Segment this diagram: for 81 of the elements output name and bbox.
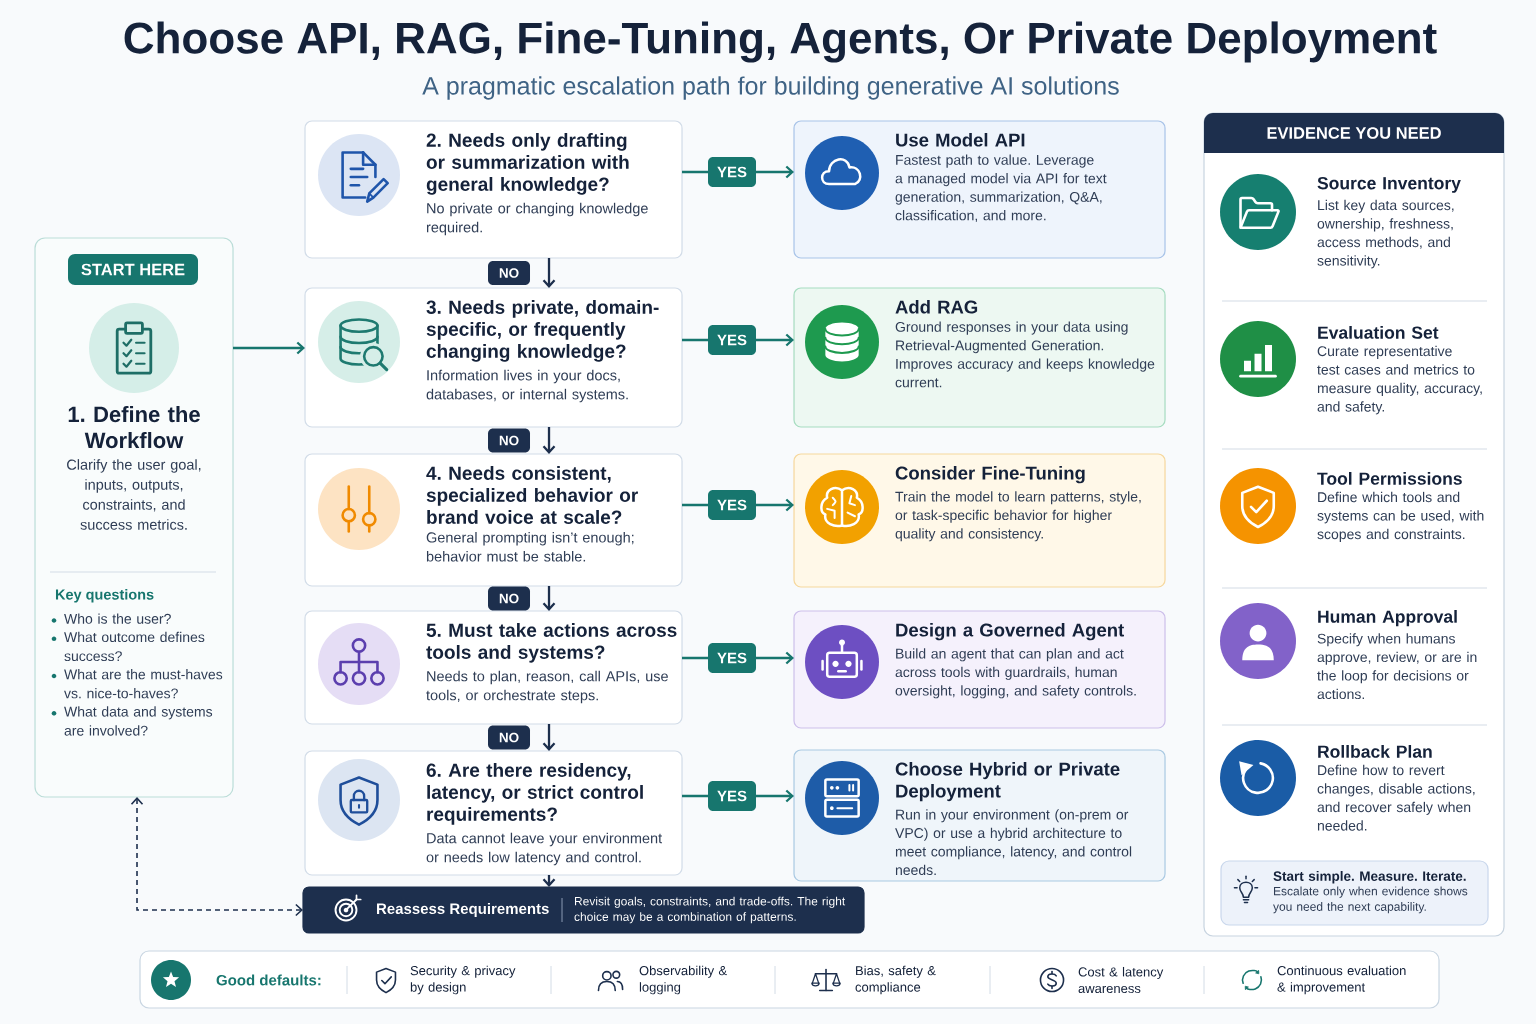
arrow <box>542 258 556 288</box>
question-text: Data cannot leave your environment or needs low latency and control. <box>426 832 662 866</box>
question-text: No private or changing knowledge required. <box>426 202 648 236</box>
banner-text: Revisit goals, constraints, and trade-offs. The right choice may be a combination of patterns. <box>574 896 846 924</box>
answer-text: Ground responses in your data using Retrieval-Augmented Generation. Improves accuracy and keeps knowledge current. <box>895 321 1155 388</box>
bullet-item: Who is the user? <box>64 613 171 624</box>
question-card <box>304 750 683 876</box>
answer-card <box>793 749 1166 882</box>
arrow <box>542 586 556 611</box>
question-text: Information lives in your docs, databases, or internal systems. <box>426 369 628 403</box>
item-heading: Tool Permissions <box>1317 472 1462 485</box>
question-heading: 5. Must take actions across tools and systems? <box>426 623 677 663</box>
answer-card <box>793 453 1166 588</box>
edge-label: NO <box>488 725 530 750</box>
question-heading: 6. Are there residency, latency, or strict control requirements? <box>426 763 643 825</box>
answer-heading: Add RAG <box>895 300 978 314</box>
question-card <box>304 453 683 587</box>
bar-heading: Good defaults: <box>216 974 321 986</box>
edge-label: YES <box>708 781 756 811</box>
answer-text: Train the model to learn patterns, style, or task-specific behavior for higher quality and consistency. <box>895 491 1141 542</box>
item-text: Specify when humans approve, review, or are in the loop for decisions or actions. <box>1317 633 1477 700</box>
default-item: Observability & logging <box>639 965 727 995</box>
section-heading: Key questions <box>56 589 154 603</box>
default-item: Continuous evaluation & improvement <box>1277 965 1406 995</box>
edge-label: YES <box>708 325 756 355</box>
answer-card <box>793 610 1166 729</box>
defaults-bar <box>139 950 1440 1009</box>
arrow <box>542 724 556 751</box>
start-badge: START HERE <box>68 254 198 285</box>
answer-text: Build an agent that can plan and act across tools with guardrails, human oversight, logging, and safety controls. <box>895 648 1136 699</box>
item-text: Curate representative test cases and metrics to measure quality, accuracy, and safety. <box>1317 345 1482 415</box>
arrow <box>542 427 556 454</box>
edge-label: YES <box>708 157 756 187</box>
step-heading: 1. Define the Workflow <box>68 406 200 449</box>
edge-label: YES <box>708 643 756 673</box>
item-heading: Human Approval <box>1318 610 1457 627</box>
default-item: Bias, safety & compliance <box>855 965 936 995</box>
item-heading: Evaluation Set <box>1318 326 1439 339</box>
question-text: Needs to plan, reason, call APIs, use tools, or orchestrate steps. <box>426 670 668 704</box>
question-card <box>304 287 683 428</box>
question-heading: 4. Needs consistent, specialized behavior or brand voice at scale? <box>426 466 638 524</box>
question-card <box>304 120 683 259</box>
subtitle: A pragmatic escalation path for building generative AI solutions <box>422 76 1119 100</box>
answer-heading: Consider Fine-Tuning <box>895 466 1085 484</box>
answer-card <box>793 287 1166 428</box>
answer-text: Run in your environment (on-prem or VPC) or use a hybrid architecture to meet compliance, latency, and control needs. <box>895 809 1132 876</box>
dashed-arrow <box>130 797 303 917</box>
reassess-banner <box>302 886 865 934</box>
panel-header: EVIDENCE YOU NEED <box>1204 113 1504 153</box>
item-text: List key data sources, ownership, freshness, access methods, and sensitivity. <box>1317 199 1454 269</box>
arrow <box>233 341 305 355</box>
edge-label: NO <box>488 261 530 285</box>
answer-card <box>793 120 1166 259</box>
question-heading: 3. Needs private, domain-specific, or frequently changing knowledge? <box>426 300 659 362</box>
answer-heading: Use Model API <box>896 133 1025 147</box>
question-text: General prompting isn’t enough; behavior must be stable. <box>426 531 634 562</box>
question-card <box>304 610 683 725</box>
bullet-item: What outcome defines success? <box>64 631 205 662</box>
bullet-item: What data and systems are involved? <box>64 706 213 736</box>
item-text: Define which tools and systems can be used, with scopes and constraints. <box>1317 491 1484 542</box>
item-text: Define how to revert changes, disable actions, and recover safely when needed. <box>1317 764 1475 831</box>
tip-text: Escalate only when evidence shows you need the next capability. <box>1273 886 1468 914</box>
edge-label: YES <box>708 490 756 520</box>
default-item: Security & privacy by design <box>410 965 516 995</box>
default-item: Cost & latency awareness <box>1078 966 1164 993</box>
step-description: Clarify the user goal, inputs, outputs, constraints, and success metrics. <box>67 459 201 530</box>
item-heading: Rollback Plan <box>1318 745 1432 758</box>
tip-heading: Start simple. Measure. Iterate. <box>1273 871 1466 884</box>
answer-heading: Choose Hybrid or Private Deployment <box>895 762 1120 802</box>
answer-text: Fastest path to value. Leverage a managed model via API for text generation, summarization, Q&A, classification, and more. <box>895 154 1107 222</box>
bullet-item: What are the must-haves vs. nice-to-haves? <box>64 669 223 699</box>
edge-label: NO <box>488 428 530 453</box>
tip-box <box>1220 860 1489 926</box>
title: Choose API, RAG, Fine-Tuning, Agents, Or Private Deployment <box>124 21 1437 63</box>
question-heading: 2. Needs only drafting or summarization with general knowledge? <box>426 133 629 195</box>
start-panel <box>34 237 234 798</box>
banner-heading: Reassess Requirements <box>377 903 549 917</box>
evidence-panel <box>1203 112 1505 937</box>
edge-label: NO <box>488 586 530 611</box>
answer-heading: Design a Governed Agent <box>896 623 1124 641</box>
item-heading: Source Inventory <box>1317 177 1461 193</box>
